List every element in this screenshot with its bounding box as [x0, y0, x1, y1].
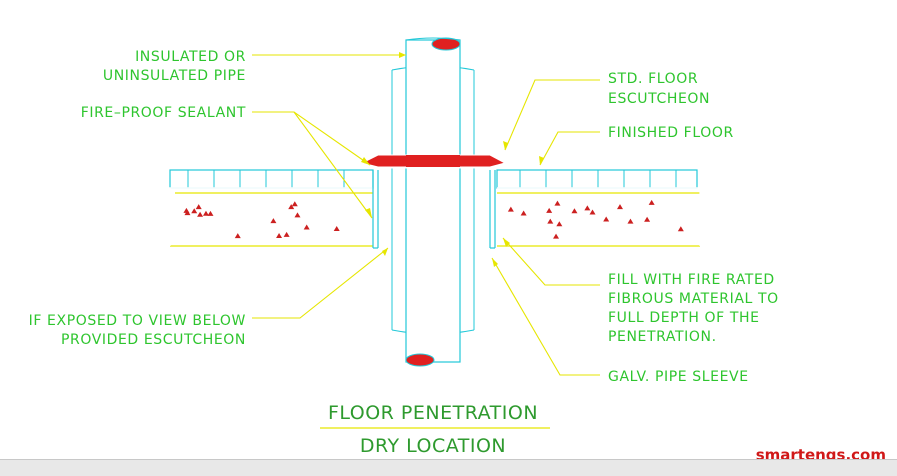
- label-fill-line3: FULL DEPTH OF THE: [608, 310, 760, 326]
- callout-labels: INSULATED OR UNINSULATED PIPE FIRE–PROOF…: [29, 49, 779, 385]
- pipe-sleeve: [372, 170, 496, 249]
- label-fill-line1: FILL WITH FIRE RATED: [608, 272, 775, 288]
- title-line1: FLOOR PENETRATION: [328, 402, 538, 424]
- label-exposed-line2: PROVIDED ESCUTCHEON: [61, 332, 246, 348]
- label-pipe-line2: UNINSULATED PIPE: [103, 68, 246, 84]
- floor-escutcheon: [360, 154, 507, 169]
- leader-arrowheads: [361, 52, 544, 267]
- label-fill-line4: PENETRATION.: [608, 329, 717, 345]
- title-line2: DRY LOCATION: [360, 435, 506, 457]
- pipe: [405, 37, 461, 367]
- leader-lines: [252, 54, 600, 376]
- label-exposed-line1: IF EXPOSED TO VIEW BELOW: [29, 313, 246, 329]
- label-sealant: FIRE–PROOF SEALANT: [81, 105, 246, 121]
- floor-slab: [158, 169, 712, 247]
- label-escutcheon-line1: STD. FLOOR: [608, 71, 698, 87]
- label-finished-floor: FINISHED FLOOR: [608, 125, 734, 141]
- drawing-title: FLOOR PENETRATION DRY LOCATION: [320, 402, 550, 457]
- label-pipe-line1: INSULATED OR: [135, 49, 246, 65]
- bottom-scrollbar[interactable]: [0, 459, 897, 476]
- label-fill-line2: FIBROUS MATERIAL TO: [608, 291, 779, 307]
- label-escutcheon-line2: ESCUTCHEON: [608, 91, 710, 107]
- label-sleeve: GALV. PIPE SLEEVE: [608, 369, 749, 385]
- concrete-texture: [177, 195, 695, 245]
- fire-rated-fill: [379, 179, 489, 245]
